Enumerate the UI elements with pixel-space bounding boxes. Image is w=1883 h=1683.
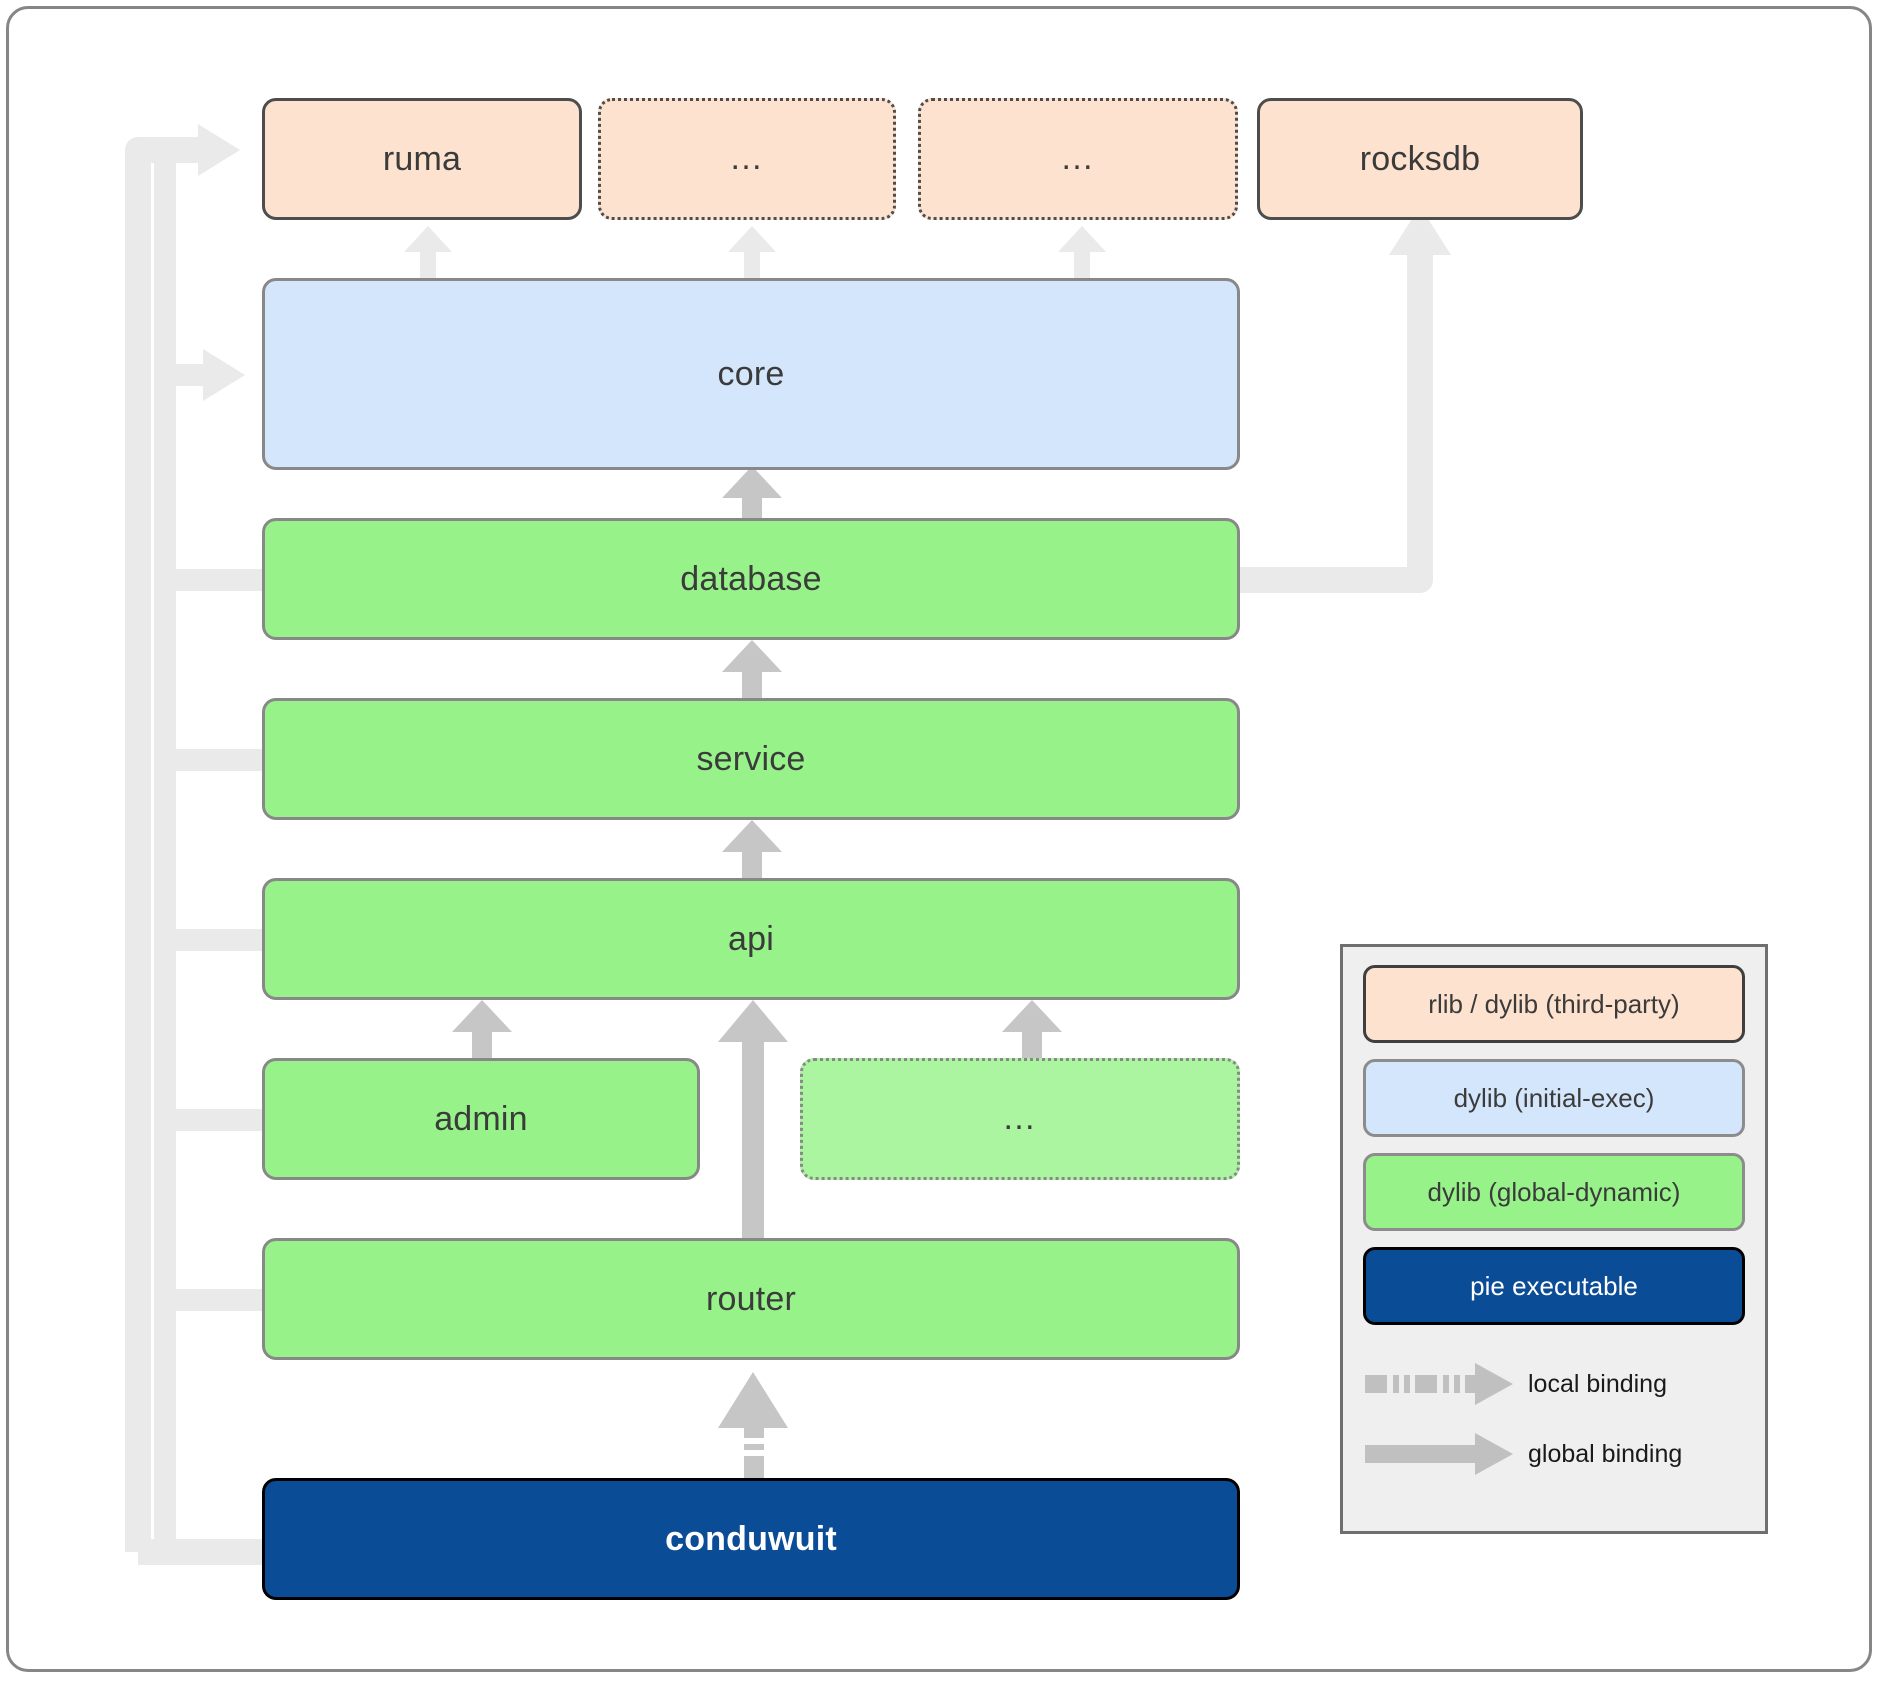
node-rocksdb-label: rocksdb: [1359, 139, 1481, 178]
node-api-label: api: [728, 919, 774, 958]
node-core-label: core: [717, 354, 785, 393]
legend-chip-initial-exec-label: dylib (initial-exec): [1453, 1082, 1655, 1113]
legend-global-binding-label: global binding: [1528, 1439, 1683, 1468]
node-ruma[interactable]: ruma: [262, 98, 582, 220]
node-conduwuit[interactable]: conduwuit: [262, 1478, 1240, 1600]
legend-chip-global-dynamic-label: dylib (global-dynamic): [1427, 1176, 1681, 1207]
legend-local-binding-label: local binding: [1528, 1369, 1667, 1398]
node-conduwuit-label: conduwuit: [665, 1519, 837, 1558]
legend-chip-third-party: rlib / dylib (third-party): [1363, 965, 1745, 1043]
node-api[interactable]: api: [262, 878, 1240, 1000]
arrow-core-to-ellipsis-top-2: [1058, 226, 1106, 286]
global-binding-arrow-icon: [1363, 1431, 1528, 1477]
node-service[interactable]: service: [262, 698, 1240, 820]
legend-chip-third-party-label: rlib / dylib (third-party): [1428, 988, 1680, 1019]
node-router[interactable]: router: [262, 1238, 1240, 1360]
arrow-core-to-ruma: [404, 226, 452, 286]
arrow-core-to-ellipsis-top-1: [728, 226, 776, 286]
legend-chip-initial-exec: dylib (initial-exec): [1363, 1059, 1745, 1137]
arrow-router-to-api: [718, 1000, 788, 1250]
node-ellipsis-top-1[interactable]: …: [598, 98, 896, 220]
node-core[interactable]: core: [262, 278, 1240, 470]
node-ellipsis-top-2-label: …: [1060, 139, 1096, 178]
node-ellipsis-top-2[interactable]: …: [918, 98, 1238, 220]
node-router-label: router: [705, 1279, 797, 1318]
node-database-label: database: [680, 559, 822, 598]
node-ruma-label: ruma: [382, 139, 462, 178]
node-service-label: service: [696, 739, 806, 778]
node-admin-label: admin: [434, 1099, 528, 1138]
node-database[interactable]: database: [262, 518, 1240, 640]
legend-panel: rlib / dylib (third-party) dylib (initia…: [1340, 944, 1768, 1534]
node-admin[interactable]: admin: [262, 1058, 700, 1180]
node-ellipsis-mid[interactable]: …: [800, 1058, 1240, 1180]
legend-chip-global-dynamic: dylib (global-dynamic): [1363, 1153, 1745, 1231]
node-ellipsis-mid-label: …: [1002, 1099, 1038, 1138]
legend-chip-pie-executable-label: pie executable: [1470, 1270, 1638, 1301]
arrow-conduwuit-to-router-local: [718, 1372, 788, 1478]
node-rocksdb[interactable]: rocksdb: [1257, 98, 1583, 220]
legend-row-global-binding: global binding: [1363, 1419, 1745, 1489]
legend-chip-pie-executable: pie executable: [1363, 1247, 1745, 1325]
legend-row-local-binding: local binding: [1363, 1349, 1745, 1419]
local-binding-arrow-icon: [1363, 1361, 1528, 1407]
node-ellipsis-top-1-label: …: [729, 139, 765, 178]
